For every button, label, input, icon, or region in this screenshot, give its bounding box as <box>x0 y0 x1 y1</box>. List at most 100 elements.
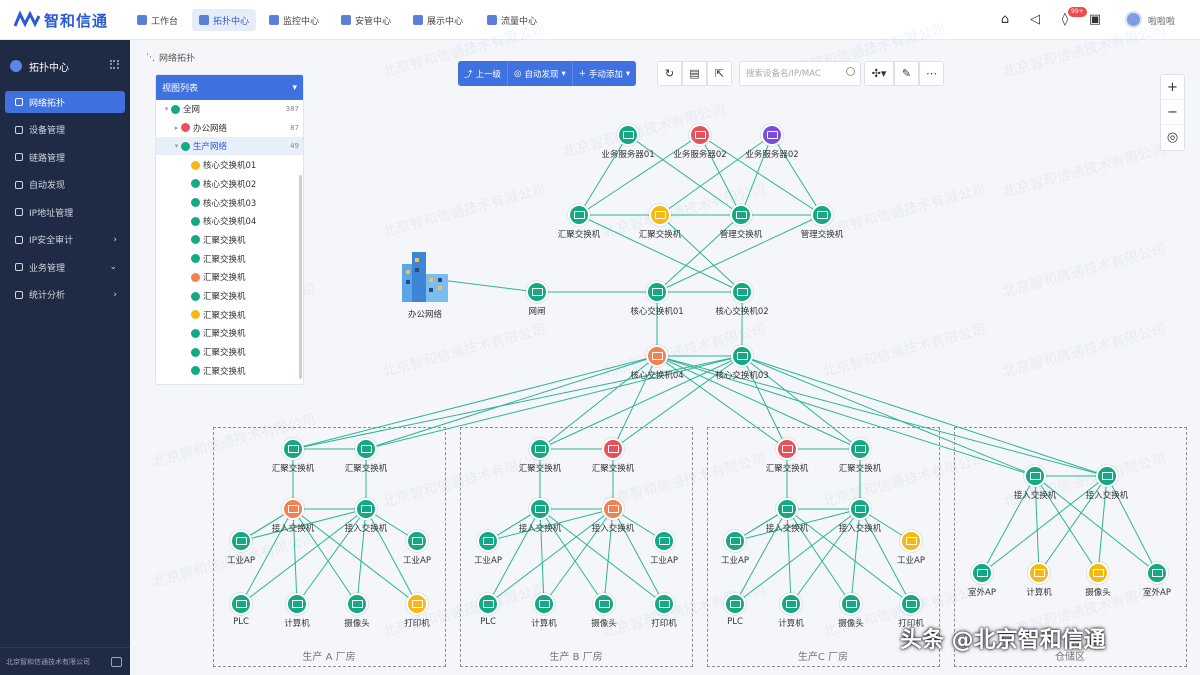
device-node-icon[interactable] <box>477 593 499 615</box>
brand-logo[interactable]: 智和信通 <box>14 8 108 32</box>
sidebar-item-0[interactable]: 网络拓扑 <box>5 91 125 113</box>
device-node-icon[interactable] <box>1096 465 1118 487</box>
topology-link[interactable] <box>786 508 792 605</box>
search-icon[interactable] <box>846 67 855 76</box>
tree-caret-icon[interactable]: ▾ <box>164 105 169 113</box>
topology-link[interactable] <box>539 355 743 450</box>
topology-link[interactable] <box>656 214 823 293</box>
topology-link[interactable] <box>296 508 367 605</box>
sidebar-item-7[interactable]: 统计分析› <box>5 284 125 306</box>
device-node-icon[interactable] <box>355 498 377 520</box>
device-node-icon[interactable] <box>653 530 675 552</box>
topology-link[interactable] <box>741 355 861 450</box>
device-node-icon[interactable] <box>477 530 499 552</box>
topology-link[interactable] <box>656 355 788 450</box>
topology-link[interactable] <box>659 134 773 216</box>
device-node-icon[interactable] <box>646 281 668 303</box>
topology-link[interactable] <box>981 475 1108 574</box>
device-node-icon[interactable] <box>840 593 862 615</box>
topology-link[interactable] <box>539 508 545 605</box>
device-node-icon[interactable] <box>689 124 711 146</box>
device-node-icon[interactable] <box>346 593 368 615</box>
tree-node[interactable]: 核心交换机04 <box>156 212 303 230</box>
device-node-icon[interactable] <box>971 562 993 584</box>
sidebar-item-4[interactable]: IP地址管理 <box>5 201 125 223</box>
topology-link[interactable] <box>292 355 658 450</box>
tab-5[interactable]: 流量中心 <box>480 9 544 31</box>
refresh-icon[interactable]: ↻ <box>657 61 682 86</box>
device-node-icon[interactable] <box>286 593 308 615</box>
device-search-input[interactable] <box>739 61 861 86</box>
device-node-icon[interactable] <box>731 345 753 367</box>
topology-link[interactable] <box>240 508 294 605</box>
zoom-in-button[interactable]: + <box>1161 75 1184 100</box>
device-node-icon[interactable] <box>406 593 428 615</box>
device-node-icon[interactable] <box>568 204 590 226</box>
topology-link[interactable] <box>539 355 658 450</box>
device-node-icon[interactable] <box>1146 562 1168 584</box>
topology-link[interactable] <box>603 508 614 605</box>
topology-link[interactable] <box>659 214 743 293</box>
topology-link[interactable] <box>292 355 743 450</box>
topology-link[interactable] <box>612 355 658 450</box>
volume-icon[interactable]: ◁ <box>1030 11 1040 27</box>
device-node-icon[interactable] <box>731 281 753 303</box>
topology-link[interactable] <box>859 508 912 605</box>
tree-node[interactable]: 汇聚交换机 <box>156 287 303 305</box>
topology-link[interactable] <box>790 508 861 605</box>
tree-node[interactable]: 汇聚交换机 <box>156 250 303 268</box>
bell-icon[interactable]: ◊ <box>1061 11 1069 27</box>
layout-icon[interactable]: ✣▾ <box>864 61 894 86</box>
tree-node[interactable]: 汇聚交换机 <box>156 343 303 361</box>
tab-4[interactable]: 展示中心 <box>406 9 470 31</box>
device-node-icon[interactable] <box>529 438 551 460</box>
topology-link[interactable] <box>786 508 912 605</box>
topology-link[interactable] <box>1034 475 1099 574</box>
tree-node[interactable]: 汇聚交换机 <box>156 268 303 286</box>
topology-link[interactable] <box>740 134 773 216</box>
save-icon[interactable]: ▤ <box>682 61 707 86</box>
device-node-icon[interactable] <box>529 498 551 520</box>
topology-link[interactable] <box>699 134 742 216</box>
topology-link[interactable] <box>487 508 541 605</box>
more-icon[interactable]: ⋯ <box>919 61 944 86</box>
device-node-icon[interactable] <box>282 438 304 460</box>
topology-link[interactable] <box>612 508 665 605</box>
device-node-icon[interactable] <box>282 498 304 520</box>
device-node-icon[interactable] <box>1024 465 1046 487</box>
tree-node[interactable]: 核心交换机03 <box>156 194 303 212</box>
topology-link[interactable] <box>487 508 614 542</box>
tree-node[interactable]: 汇聚交换机 <box>156 362 303 380</box>
topology-link[interactable] <box>656 214 742 293</box>
device-node-icon[interactable] <box>1028 562 1050 584</box>
tree-scrollbar[interactable] <box>299 175 302 379</box>
tab-0[interactable]: 工作台 <box>130 9 185 31</box>
topology-link[interactable] <box>627 134 742 216</box>
device-node-icon[interactable] <box>649 204 671 226</box>
topology-link[interactable] <box>356 508 367 605</box>
topology-link[interactable] <box>292 508 418 605</box>
device-node-icon[interactable] <box>653 593 675 615</box>
topology-link[interactable] <box>543 508 614 605</box>
tree-caret-icon[interactable]: ▾ <box>174 142 179 151</box>
tab-3[interactable]: 安管中心 <box>334 9 398 31</box>
device-node-icon[interactable] <box>724 593 746 615</box>
device-node-icon[interactable] <box>526 281 548 303</box>
topology-link[interactable] <box>578 134 629 216</box>
auto-discover-button[interactable]: ◎自动发现▾ <box>508 61 573 86</box>
device-node-icon[interactable] <box>900 530 922 552</box>
topology-link[interactable] <box>850 508 861 605</box>
sidebar-item-1[interactable]: 设备管理 <box>5 119 125 141</box>
topology-link[interactable] <box>612 355 743 450</box>
device-node-icon[interactable] <box>776 438 798 460</box>
topology-link[interactable] <box>1106 475 1158 574</box>
collapse-menu-icon[interactable] <box>111 657 122 667</box>
tree-node[interactable]: 核心交换机01 <box>156 156 303 174</box>
topology-link[interactable] <box>487 508 614 605</box>
sidebar-item-6[interactable]: 业务管理⌄ <box>5 256 125 278</box>
topology-link[interactable] <box>656 355 1036 477</box>
office-building-icon[interactable] <box>398 250 452 302</box>
device-node-icon[interactable] <box>849 498 871 520</box>
tab-1[interactable]: 拓扑中心 <box>192 9 257 31</box>
